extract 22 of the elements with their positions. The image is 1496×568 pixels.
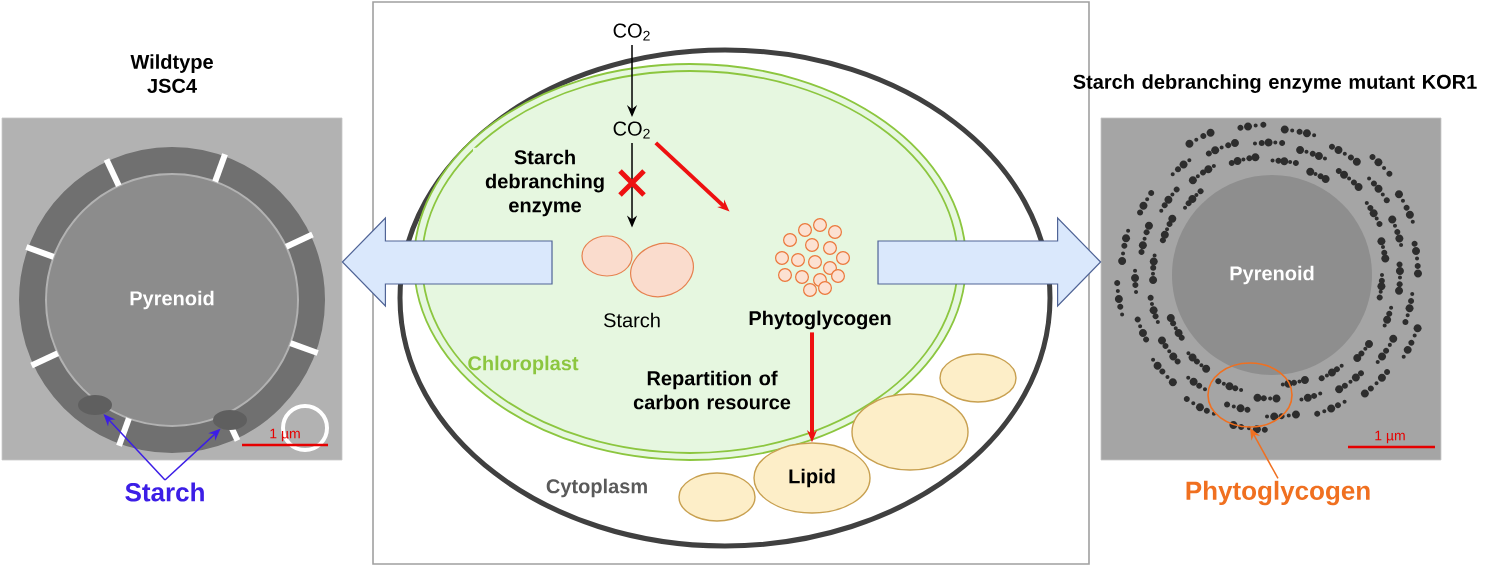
molecule-label: CO$_{2}$ [613,121,650,139]
granule-label: Starch [604,312,660,328]
panel-title: Starch debranching enzyme mutant KOR1 [1073,74,1477,93]
edge-label: Repartition of carbon resource [618,368,806,412]
lipid-droplet [851,393,969,471]
callout-label: Starch [125,482,204,502]
compartment-label: Chloroplast [468,355,579,375]
starch-plate [78,395,112,415]
lipid-droplet [939,353,1017,403]
granule-label: Phytoglycogen [749,310,891,330]
callout-label: Phytoglycogen [1186,480,1370,506]
pyrenoid: Pyrenoid [47,175,297,425]
lipid-droplet [678,472,756,522]
panel-title: Wildtype JSC4 [130,54,213,93]
scale-bar: 1 µm [1348,430,1435,449]
scale-bar: 1 µm [242,428,328,447]
pyrenoid: Pyrenoid [1172,175,1372,375]
starch-plate [213,410,247,430]
compartment-label: Cytoplasm [546,478,647,498]
molecule-label: CO$_{2}$ [613,23,650,41]
highlight-ellipse [1207,362,1293,428]
edge-label: Starch debranching enzyme [473,147,617,219]
